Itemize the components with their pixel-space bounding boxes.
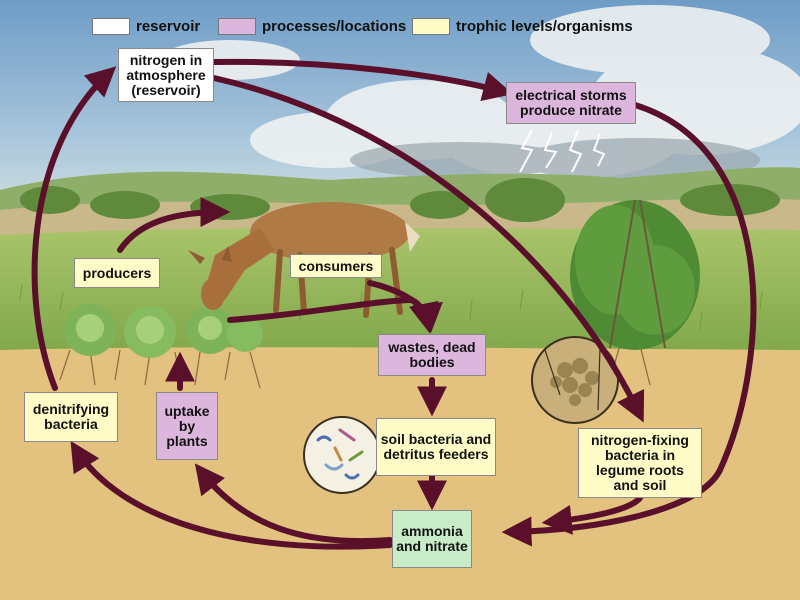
- arrow-fixing-to-ammonia: [541, 495, 643, 535]
- node-consumers: consumers: [290, 254, 382, 278]
- arrow-producers-to-consumers: [117, 197, 231, 253]
- lightning-bolts: [519, 129, 606, 173]
- arrow-ammonia-to-denitrifying: [70, 440, 393, 550]
- node-atmosphere: nitrogen in atmosphere (reservoir): [118, 48, 214, 102]
- legend-label-trophic: trophic levels/organisms: [456, 17, 633, 35]
- cycle-arrows: [31, 58, 757, 550]
- legend-trophic: trophic levels/organisms: [412, 16, 633, 36]
- lettuce-plants: [64, 304, 263, 358]
- arrow-atmosphere-to-fixing: [211, 75, 645, 423]
- soil-bacteria-magnifier: [303, 416, 381, 494]
- legend-label-reservoir: reservoir: [136, 17, 201, 35]
- arrow-atmosphere-to-storms: [211, 58, 514, 102]
- node-storms: electrical storms produce nitrate: [506, 82, 636, 124]
- legend-processes: processes/locations: [218, 16, 406, 36]
- legend-swatch-trophic: [412, 17, 450, 35]
- root-nodule-magnifier: [531, 336, 619, 424]
- legend-swatch-reservoir: [92, 17, 130, 35]
- horizon-trees: [20, 178, 780, 222]
- legend-swatch-processes: [218, 17, 256, 35]
- arrow-storms-to-ammonia: [501, 102, 757, 547]
- node-wastes: wastes, dead bodies: [378, 334, 486, 376]
- arrow-producers-to-wastes: [227, 296, 439, 334]
- arrow-ammonia-to-uptake: [194, 463, 393, 545]
- node-uptake: uptake by plants: [156, 392, 218, 460]
- legume-bush: [570, 199, 700, 350]
- node-producers: producers: [74, 258, 160, 288]
- node-denitrifying: denitrifying bacteria: [24, 392, 118, 442]
- legend-label-processes: processes/locations: [262, 17, 407, 35]
- node-soil-bacteria: soil bacteria and detritus feeders: [376, 418, 496, 476]
- node-nitrogen-fixing: nitrogen-fixing bacteria in legume roots…: [578, 428, 702, 498]
- arrow-denitrifying-to-atmosphere: [31, 66, 117, 391]
- legend-reservoir: reservoir: [92, 16, 200, 36]
- node-ammonia: ammonia and nitrate: [392, 510, 472, 568]
